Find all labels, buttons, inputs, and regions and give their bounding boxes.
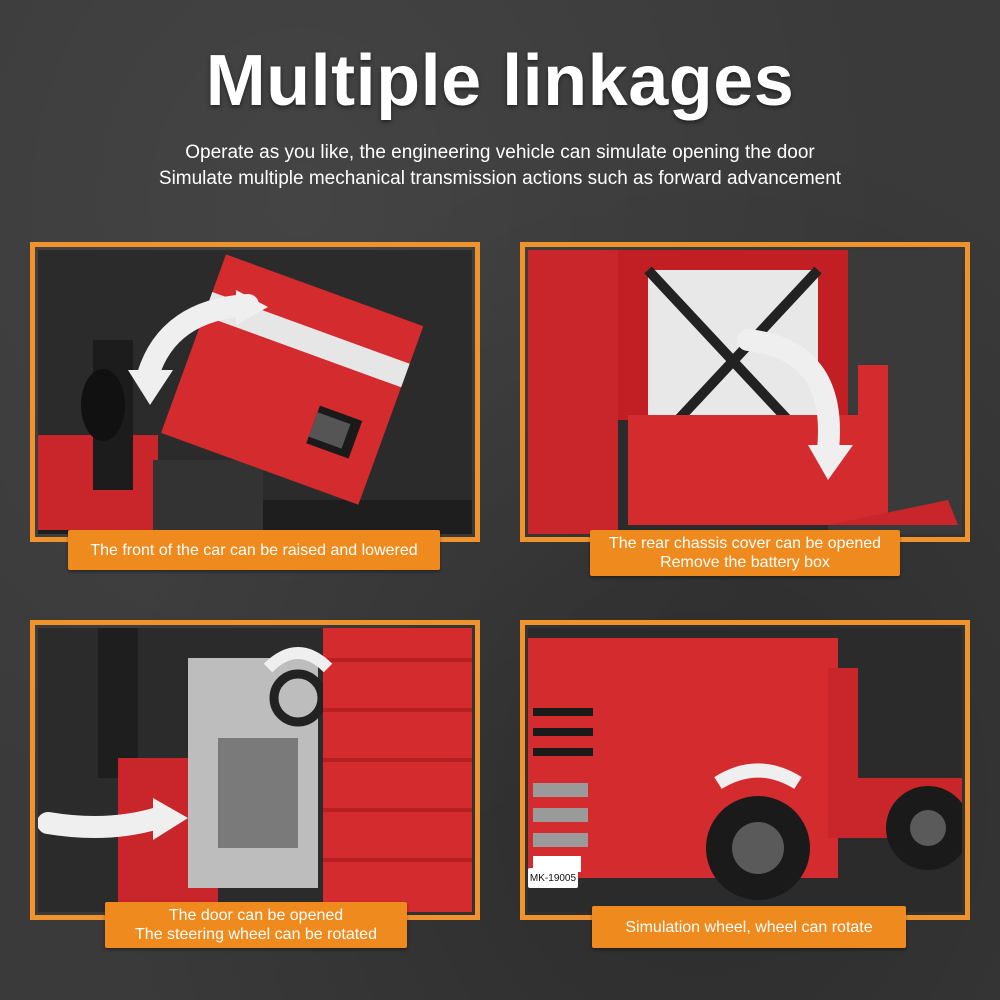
rear-cover-photo bbox=[528, 250, 962, 534]
subtitle-line-1: Operate as you like, the engineering veh… bbox=[185, 142, 815, 163]
license-plate: MK-19005 bbox=[528, 868, 578, 888]
caption-rear-cover: The rear chassis cover can be opened Rem… bbox=[590, 530, 900, 576]
subtitle-line-2: Simulate multiple mechanical transmissio… bbox=[158, 168, 842, 189]
caption-door: The door can be opened The steering whee… bbox=[105, 902, 407, 948]
panel-rear-cover: The rear chassis cover can be opened Rem… bbox=[520, 242, 970, 576]
panel-door: The door can be opened The steering whee… bbox=[30, 620, 480, 948]
caption-cab-tilt: The front of the car can be raised and l… bbox=[68, 530, 440, 570]
door-photo bbox=[38, 628, 472, 912]
page-title: Multiple linkages bbox=[205, 41, 795, 121]
cab-tilt-photo bbox=[38, 250, 472, 534]
wheels-photo bbox=[528, 628, 962, 912]
panel-wheels: MK-19005 Simulation wheel, wheel can rot… bbox=[520, 620, 970, 948]
caption-wheels: Simulation wheel, wheel can rotate bbox=[592, 906, 906, 948]
panel-cab-tilt: The front of the car can be raised and l… bbox=[30, 242, 480, 570]
